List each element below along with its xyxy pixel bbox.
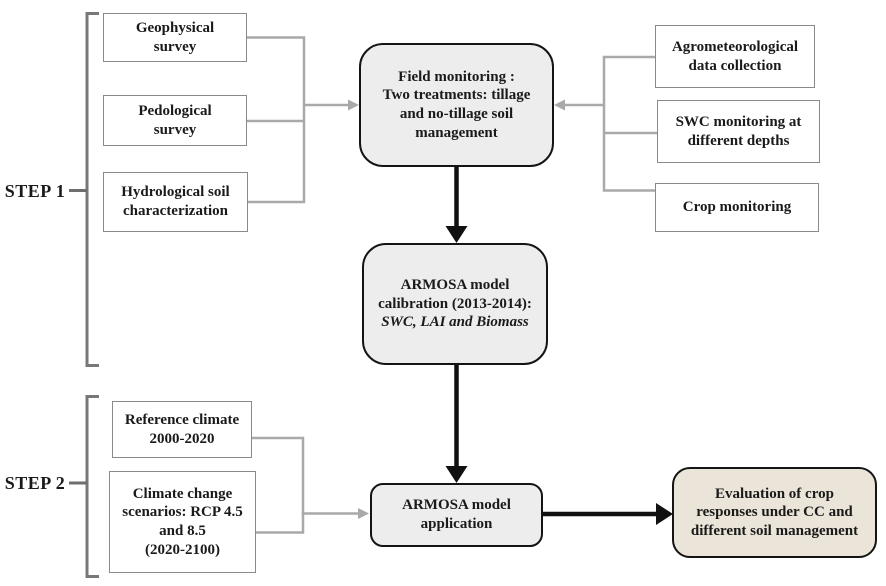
agrometeorological-label: Agrometeorological data collection: [671, 38, 799, 74]
armosa-calibration-box: ARMOSA model calibration (2013-2014): SW…: [362, 243, 548, 365]
step1-label: STEP 1: [2, 179, 68, 203]
geophysical-survey-box: Geophysical survey: [103, 13, 247, 62]
step1-bracket: [85, 12, 99, 367]
armosa-application-box: ARMOSA model application: [370, 483, 543, 547]
hydrological-characterization-label: Hydrological soil characterization: [121, 184, 230, 219]
reference-climate-box: Reference climate 2000-2020: [112, 401, 252, 458]
geophysical-survey-label: Geophysical survey: [135, 19, 215, 55]
step2-label-text: STEP 2: [4, 472, 66, 493]
evaluation-label: Evaluation of crop responses under CC an…: [690, 485, 859, 539]
evaluation-box: Evaluation of crop responses under CC an…: [672, 467, 877, 558]
armosa-application-label: ARMOSA model application: [402, 497, 511, 532]
connector-right-merge: [602, 55, 655, 192]
climate-scenarios-label: Climate change scenarios: RCP 4.5 and 8.…: [122, 485, 243, 558]
connector-step2-merge: [252, 436, 305, 534]
arrow-climate-to-application-head: [358, 508, 369, 519]
swc-monitoring-box: SWC monitoring at different depths: [657, 100, 820, 163]
pedological-survey-label: Pedological survey: [138, 102, 212, 138]
arrow-right-to-field-head: [554, 99, 565, 111]
arrow-left-to-field-head: [348, 99, 359, 111]
armosa-calibration-label: ARMOSA model calibration (2013-2014):: [378, 277, 532, 312]
arrow-field-to-calibration-head: [445, 226, 468, 243]
crop-monitoring-box: Crop monitoring: [655, 183, 819, 232]
agrometeorological-box: Agrometeorological data collection: [655, 25, 815, 88]
step1-label-text: STEP 1: [4, 180, 66, 201]
armosa-calibration-variables: SWC, LAI and Biomass: [381, 314, 529, 331]
climate-scenarios-box: Climate change scenarios: RCP 4.5 and 8.…: [109, 471, 256, 573]
arrow-application-to-evaluation-head: [656, 503, 673, 525]
field-monitoring-box: Field monitoring : Two treatments: tilla…: [359, 43, 554, 167]
pedological-survey-box: Pedological survey: [103, 95, 247, 146]
swc-monitoring-label: SWC monitoring at different depths: [675, 113, 802, 149]
crop-monitoring-label: Crop monitoring: [682, 199, 792, 216]
step2-bracket: [85, 395, 99, 578]
reference-climate-label: Reference climate 2000-2020: [124, 411, 240, 447]
step2-label: STEP 2: [2, 471, 68, 495]
field-monitoring-label: Field monitoring : Two treatments: tilla…: [382, 68, 531, 141]
hydrological-characterization-box: Hydrological soil characterization: [103, 172, 248, 232]
arrow-calibration-to-application-head: [445, 466, 468, 483]
